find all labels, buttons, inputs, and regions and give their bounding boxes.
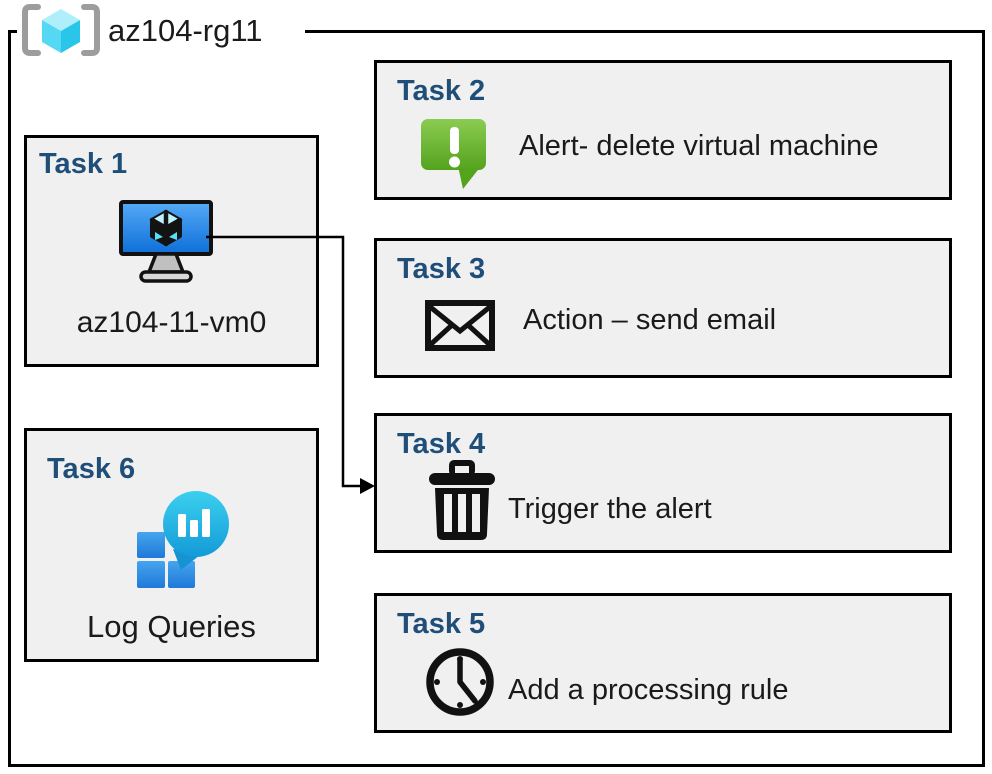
resource-group-boundary (8, 30, 985, 767)
trash-icon (429, 460, 495, 540)
log-analytics-icon (137, 491, 229, 588)
alert-icon (421, 119, 486, 189)
task-6-title: Task 6 (47, 453, 136, 485)
task-5-box: Task 5 Add a processing rule (374, 593, 952, 733)
log-queries-label: Log Queries (87, 609, 256, 644)
task-4-label: Trigger the alert (508, 493, 712, 525)
virtual-machine-icon (119, 200, 213, 283)
clock-icon (426, 648, 494, 716)
task-1-title: Task 1 (39, 148, 128, 180)
resource-group-label: az104-rg11 (108, 13, 263, 48)
vm-name-label: az104-11-vm0 (76, 306, 267, 339)
task-6-box: Task 6 Log Queries (24, 428, 319, 662)
task-2-label: Alert- delete virtual machine (519, 130, 879, 162)
task-3-title: Task 3 (397, 253, 486, 285)
task-3-box: Task 3 Action – send email (374, 238, 952, 378)
task-5-label: Add a processing rule (508, 674, 789, 706)
task-5-title: Task 5 (397, 608, 486, 640)
task-2-box: Task 2 Alert- delete virtual machine (374, 60, 952, 200)
task-2-title: Task 2 (397, 75, 486, 107)
border-gap (17, 24, 305, 36)
resource-group-icon (22, 4, 100, 56)
task-3-label: Action – send email (523, 304, 777, 336)
task-4-title: Task 4 (397, 428, 486, 460)
task-4-box: Task 4 Trigger the alert (374, 413, 952, 553)
email-icon (425, 300, 495, 351)
task-1-box: Task 1 az104-11-vm0 (24, 135, 319, 367)
